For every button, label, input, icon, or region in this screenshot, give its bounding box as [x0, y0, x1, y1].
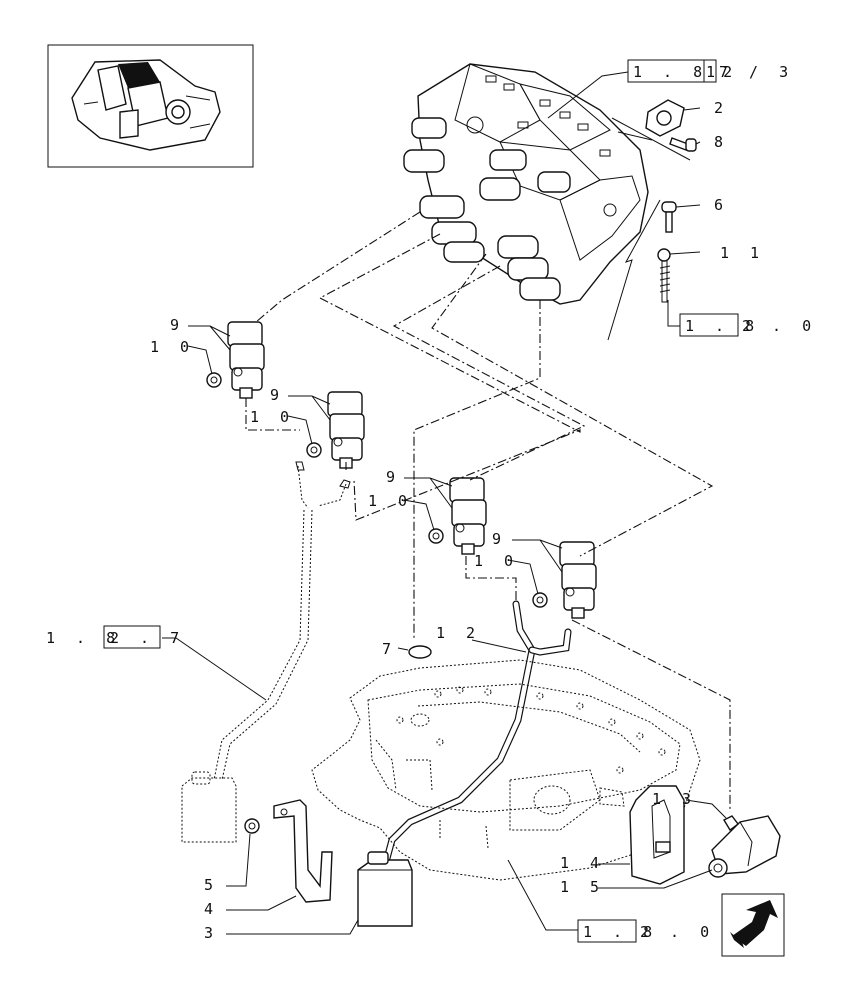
label-part-2: 2 — [714, 99, 729, 117]
valve-couplers — [403, 117, 571, 301]
label-part-15: 1 5 — [560, 878, 605, 896]
svg-text:2 . 0: 2 . 0 — [742, 317, 817, 335]
svg-text:2 . 0: 2 . 0 — [640, 923, 715, 941]
bolt-part — [661, 201, 677, 233]
solenoid-valve-b — [306, 391, 365, 469]
svg-text:1 . 8: 1 . 8 — [685, 317, 760, 335]
svg-text:1: 1 — [706, 63, 721, 81]
lift-housing — [311, 659, 701, 881]
svg-text:7 / 3: 7 / 3 — [719, 63, 794, 81]
label-part-10-a: 1 0 — [150, 338, 195, 356]
label-part-9-c: 9 — [386, 468, 401, 486]
svg-text:2 . 7: 2 . 7 — [110, 629, 185, 647]
part-labels: 2 8 6 1 1 9 1 0 9 1 0 9 1 0 9 1 0 7 1 2 … — [150, 99, 765, 942]
mounting-bracket-part — [273, 799, 333, 903]
label-part-6: 6 — [714, 196, 729, 214]
next-page-arrow-icon[interactable] — [721, 893, 785, 957]
label-part-3: 3 — [204, 924, 219, 942]
label-part-12: 1 2 — [436, 624, 481, 642]
label-part-10-d: 1 0 — [474, 552, 519, 570]
label-part-8: 8 — [714, 133, 729, 151]
ref-label-top: 1 . 8 2 1 7 / 3 — [547, 59, 794, 119]
svg-text:1 . 8 2: 1 . 8 2 — [633, 63, 738, 81]
label-part-10-b: 1 0 — [250, 408, 295, 426]
washer-part — [244, 818, 260, 834]
control-valve-assembly — [403, 63, 649, 305]
leader-lines — [162, 107, 727, 935]
ref-label-bottom: 1 . 8 2 . 0 — [577, 919, 715, 943]
label-part-10-c: 1 0 — [368, 492, 413, 510]
connection-routes — [245, 211, 731, 812]
valve-bolt-holes — [466, 75, 617, 217]
connector-part — [708, 815, 781, 878]
svg-text:1 . 8: 1 . 8 — [583, 923, 658, 941]
svg-text:1 . 8: 1 . 8 — [46, 629, 121, 647]
solenoid-valve-d — [532, 541, 597, 619]
label-part-9-a: 9 — [170, 316, 185, 334]
oil-bottle-left — [181, 771, 237, 843]
screw-part — [657, 248, 671, 303]
solenoid-valve-a — [206, 321, 265, 399]
label-part-9-b: 9 — [270, 386, 285, 404]
flange-cover-part — [645, 99, 685, 137]
flange-screw-part — [669, 137, 697, 152]
label-part-5: 5 — [204, 876, 219, 894]
label-part-7: 7 — [382, 640, 397, 658]
solenoid-valve-c — [428, 477, 487, 555]
housing-bolt-holes — [396, 686, 666, 774]
seal-ring-part — [723, 815, 739, 832]
o-ring-part — [408, 645, 432, 659]
protective-cover-part — [629, 785, 685, 885]
oil-bottle-part — [357, 851, 413, 927]
thumbnail-valve-icon — [71, 59, 221, 151]
ref-label-right: 1 . 8 2 . 0 — [667, 300, 817, 337]
hose-assembly-right — [382, 600, 572, 866]
label-part-11: 1 1 — [720, 244, 765, 262]
hose-assembly-left — [213, 461, 351, 781]
ref-label-left: 1 . 8 2 . 7 — [46, 625, 185, 649]
label-part-9-d: 9 — [492, 530, 507, 548]
thumbnail-inset — [47, 44, 254, 168]
label-part-13: 1 3 — [652, 790, 697, 808]
label-part-4: 4 — [204, 900, 219, 918]
label-part-14: 1 4 — [560, 854, 605, 872]
